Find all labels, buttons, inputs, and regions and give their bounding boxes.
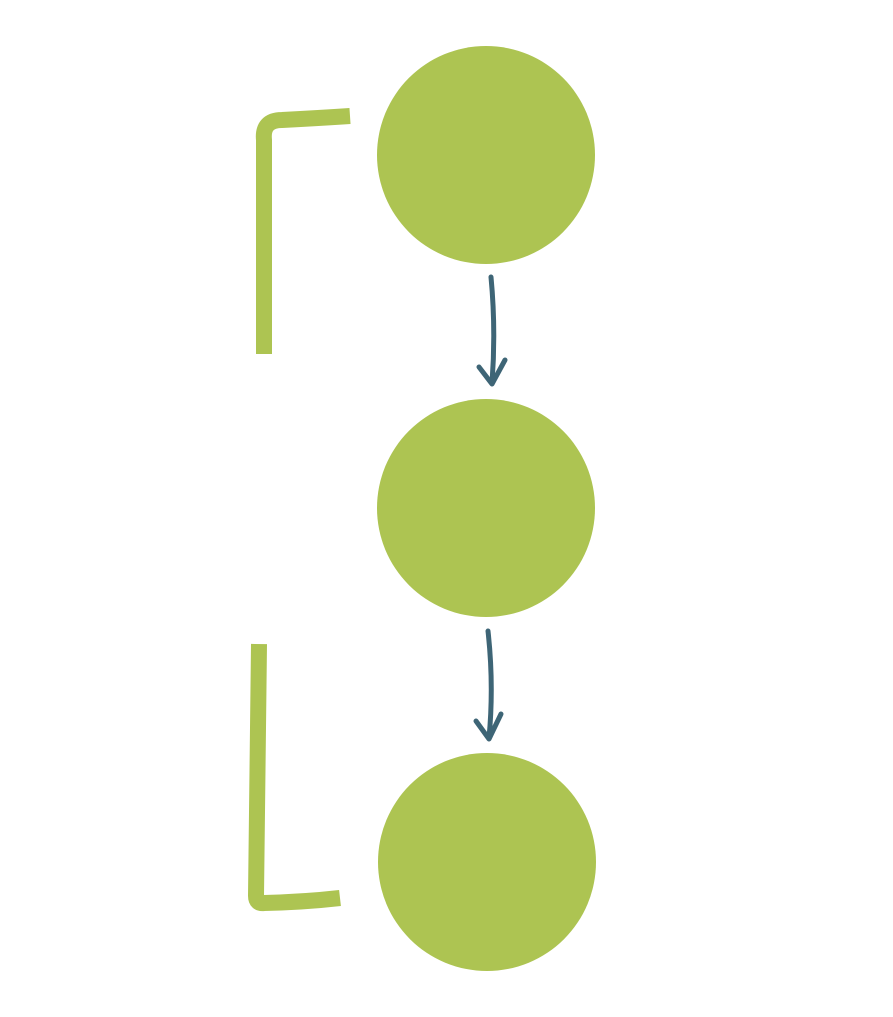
arrow-node-1-to-node-2 bbox=[476, 274, 508, 387]
arrow-head-icon bbox=[476, 357, 508, 387]
arrow-head-icon bbox=[473, 711, 504, 742]
bottom-bracket bbox=[248, 643, 341, 912]
arrow-shaft bbox=[485, 628, 494, 741]
step-circle-1 bbox=[377, 46, 595, 264]
arrow-node-2-to-node-3 bbox=[473, 628, 504, 742]
step-circle-2 bbox=[377, 399, 595, 617]
arrow-shaft bbox=[488, 274, 497, 386]
step-circle-3 bbox=[378, 753, 596, 971]
top-bracket bbox=[255, 108, 351, 354]
